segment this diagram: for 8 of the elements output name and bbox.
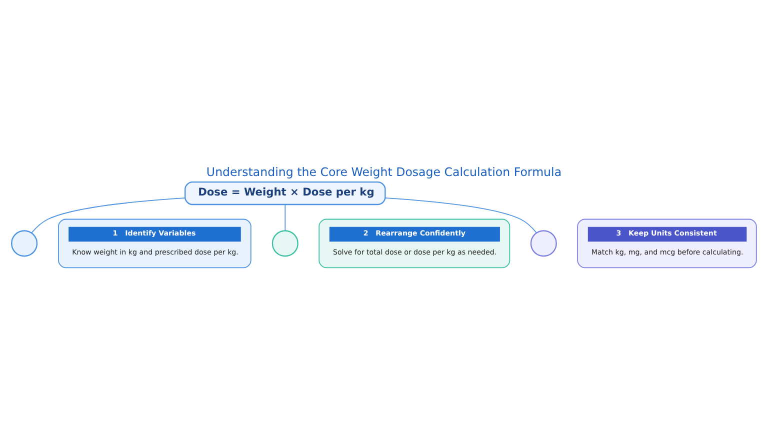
diagram-title: Understanding the Core Weight Dosage Calculation Formula — [206, 165, 562, 180]
connector — [31, 198, 186, 234]
connector — [384, 198, 537, 234]
connector — [284, 204, 286, 232]
node-circle — [11, 230, 38, 257]
node-box: Dose = Weight × Dose per kg — [184, 181, 386, 206]
node-circle — [272, 230, 298, 257]
node-circle — [530, 230, 557, 257]
